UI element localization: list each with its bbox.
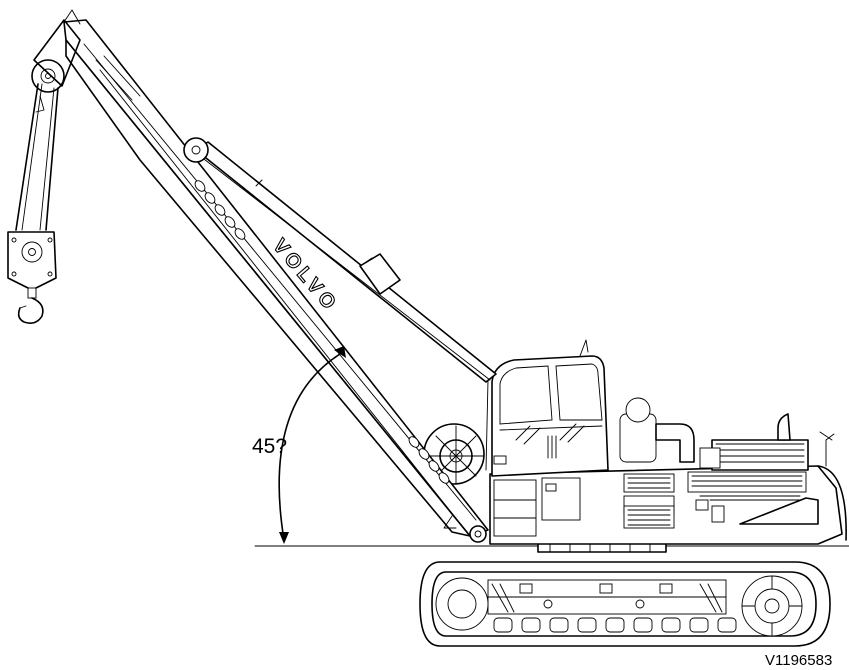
hoist-cable: [15, 83, 59, 231]
operator-cab: [485, 339, 609, 477]
angle-arc: [278, 353, 341, 541]
track-rollers: [493, 617, 737, 633]
crane-hook-icon: [7, 231, 57, 324]
angle-arrow-top: [334, 346, 346, 358]
angle-indicator: [278, 346, 346, 544]
figure-reference-code: V1196583: [765, 652, 832, 669]
upper-structure: [489, 397, 847, 545]
boom-tip: [31, 9, 209, 163]
boom-holes: [194, 180, 450, 484]
angle-arrow-bottom: [279, 532, 289, 544]
crawler-track: [419, 561, 831, 647]
angle-label: 45?: [252, 435, 287, 458]
boom: [63, 19, 489, 543]
